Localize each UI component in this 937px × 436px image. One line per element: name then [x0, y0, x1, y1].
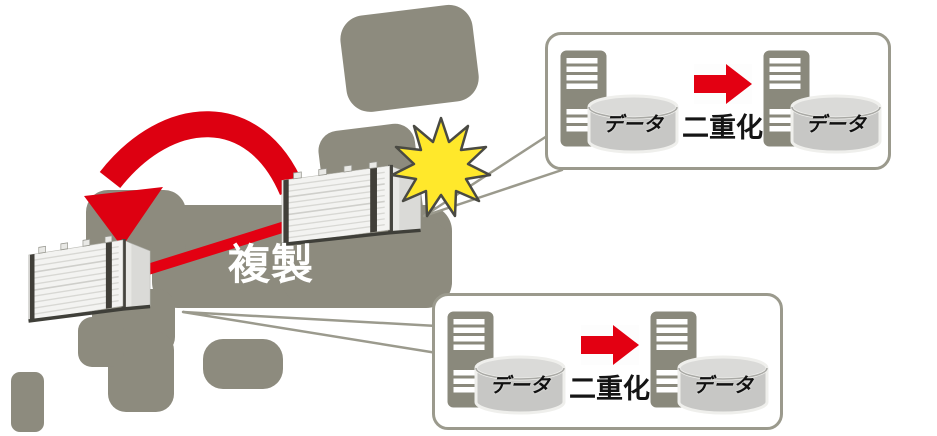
database-label: データ: [603, 114, 663, 136]
duplication-arrow-icon: [693, 64, 752, 104]
database-label: データ: [693, 374, 753, 397]
duplication-group: 二重化: [569, 324, 650, 404]
database-icon: [677, 355, 769, 414]
backup-datacenter-building: [26, 232, 152, 323]
duplication-arrow-icon: [580, 324, 639, 365]
central-honshu-blob-2: [282, 222, 452, 304]
duplication-callout-top: データ 二重化 データ: [545, 32, 891, 170]
database-label: データ: [490, 374, 550, 397]
server-db-group: データ: [650, 309, 772, 415]
duplication-callout-bottom: データ 二重化 データ: [432, 293, 783, 430]
database-icon: [587, 94, 679, 154]
kyushu-blob-3: [78, 317, 124, 367]
database-icon: [474, 355, 566, 414]
server-db-group: データ: [560, 48, 682, 154]
database-icon: [790, 94, 882, 154]
server-db-group: データ: [763, 48, 885, 154]
hokkaido-blob: [340, 4, 479, 112]
disaster-starburst-icon: [390, 116, 492, 218]
kyushu-blob-2: [108, 332, 174, 412]
duplication-label: 二重化: [569, 373, 650, 404]
replication-arc-arrow-icon: [84, 111, 304, 247]
replication-label: 複製: [228, 241, 315, 288]
server-db-group: データ: [447, 309, 569, 415]
okinawa-blob: [11, 372, 44, 432]
duplication-label: 二重化: [682, 113, 763, 143]
duplication-group: 二重化: [682, 64, 763, 142]
shikoku-blob: [203, 339, 283, 389]
database-label: データ: [806, 114, 866, 136]
replication-link-line: [141, 219, 292, 277]
